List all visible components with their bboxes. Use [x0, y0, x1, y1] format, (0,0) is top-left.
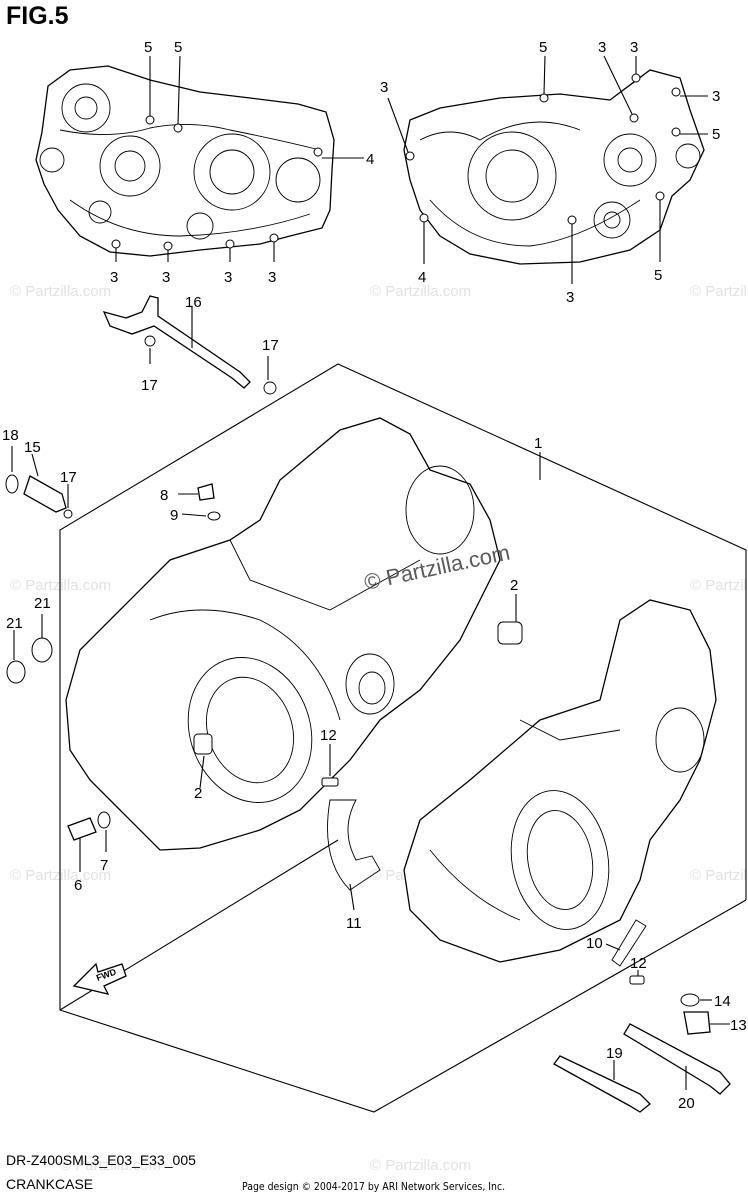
callout-label: 17	[141, 377, 158, 394]
callout-label: 4	[366, 151, 374, 168]
callout-label: 3	[630, 39, 638, 56]
callout-label: 11	[346, 915, 362, 932]
small-parts	[5, 474, 731, 1113]
callout-label: 3	[712, 88, 720, 105]
section-name: CRANKCASE	[6, 1176, 94, 1192]
watermark: © Partzilla.com	[690, 867, 748, 884]
callout-label: 19	[606, 1045, 623, 1062]
callout-label: 5	[539, 39, 547, 56]
callout-label: 5	[654, 267, 662, 284]
right-crankcase-half	[403, 599, 717, 963]
callout-label: 15	[24, 439, 41, 456]
watermark: © Partzilla.com	[10, 283, 111, 300]
callout-label: 6	[74, 877, 82, 894]
callout-label: 14	[714, 993, 731, 1010]
callout-label: 18	[2, 427, 19, 444]
callout-label: 3	[268, 269, 276, 286]
callout-label: 17	[262, 337, 279, 354]
callout-label: 20	[678, 1095, 695, 1112]
model-code: DR-Z400SML3_E03_E33_005	[6, 1152, 196, 1168]
callout-label: 21	[34, 595, 51, 612]
callout-label: 5	[712, 126, 720, 143]
callout-label: 12	[320, 727, 337, 744]
callout-label: 7	[100, 857, 108, 874]
copyright-credit: Page design © 2004-2017 by ARI Network S…	[242, 1180, 506, 1193]
watermark: © Partzilla.com	[370, 1157, 471, 1174]
figure-title: FIG.5	[6, 2, 69, 30]
callout-label: 5	[174, 39, 182, 56]
watermark: © Partzilla.com	[690, 577, 748, 594]
left-crankcase-half	[65, 417, 523, 851]
forward-arrow-icon: FWD	[72, 962, 127, 995]
left-crankcase-outline	[35, 65, 335, 257]
callout-label: 1	[534, 435, 542, 452]
callout-label: 4	[418, 269, 426, 286]
callout-label: 2	[194, 785, 202, 802]
callout-label: 3	[162, 269, 170, 286]
part-leader-lines	[11, 348, 730, 1090]
callout-label: 2	[510, 577, 518, 594]
callout-label: 12	[630, 955, 647, 972]
callout-label: 16	[185, 294, 202, 311]
right-crankcase-outline	[403, 69, 705, 265]
top-callouts: 5 5 4 3 3 3 3 3 5 3 3 3 5 4 3 5	[110, 39, 720, 306]
callout-label: 3	[110, 269, 118, 286]
callout-label: 21	[6, 615, 23, 632]
part-callouts: 16 17 17 18 15 17 8 9 1 2 2 21 21 12 12 …	[2, 294, 747, 1112]
callout-label: 17	[60, 469, 77, 486]
callout-label: 3	[566, 289, 574, 306]
callout-label: 3	[224, 269, 232, 286]
callout-label: 3	[598, 39, 606, 56]
callout-label: 13	[730, 1017, 747, 1034]
callout-label: 5	[144, 39, 152, 56]
callout-label: 10	[586, 935, 603, 952]
oil-pipe	[102, 295, 277, 395]
watermark: © Partzilla.com	[370, 283, 471, 300]
watermark: © Partzilla.com	[60, 1157, 161, 1174]
watermark: © Partzilla.com	[690, 283, 748, 300]
top-leader-lines	[115, 55, 708, 284]
callout-label: 3	[380, 79, 388, 96]
callout-label: 9	[170, 507, 178, 524]
callout-label: 8	[160, 487, 168, 504]
